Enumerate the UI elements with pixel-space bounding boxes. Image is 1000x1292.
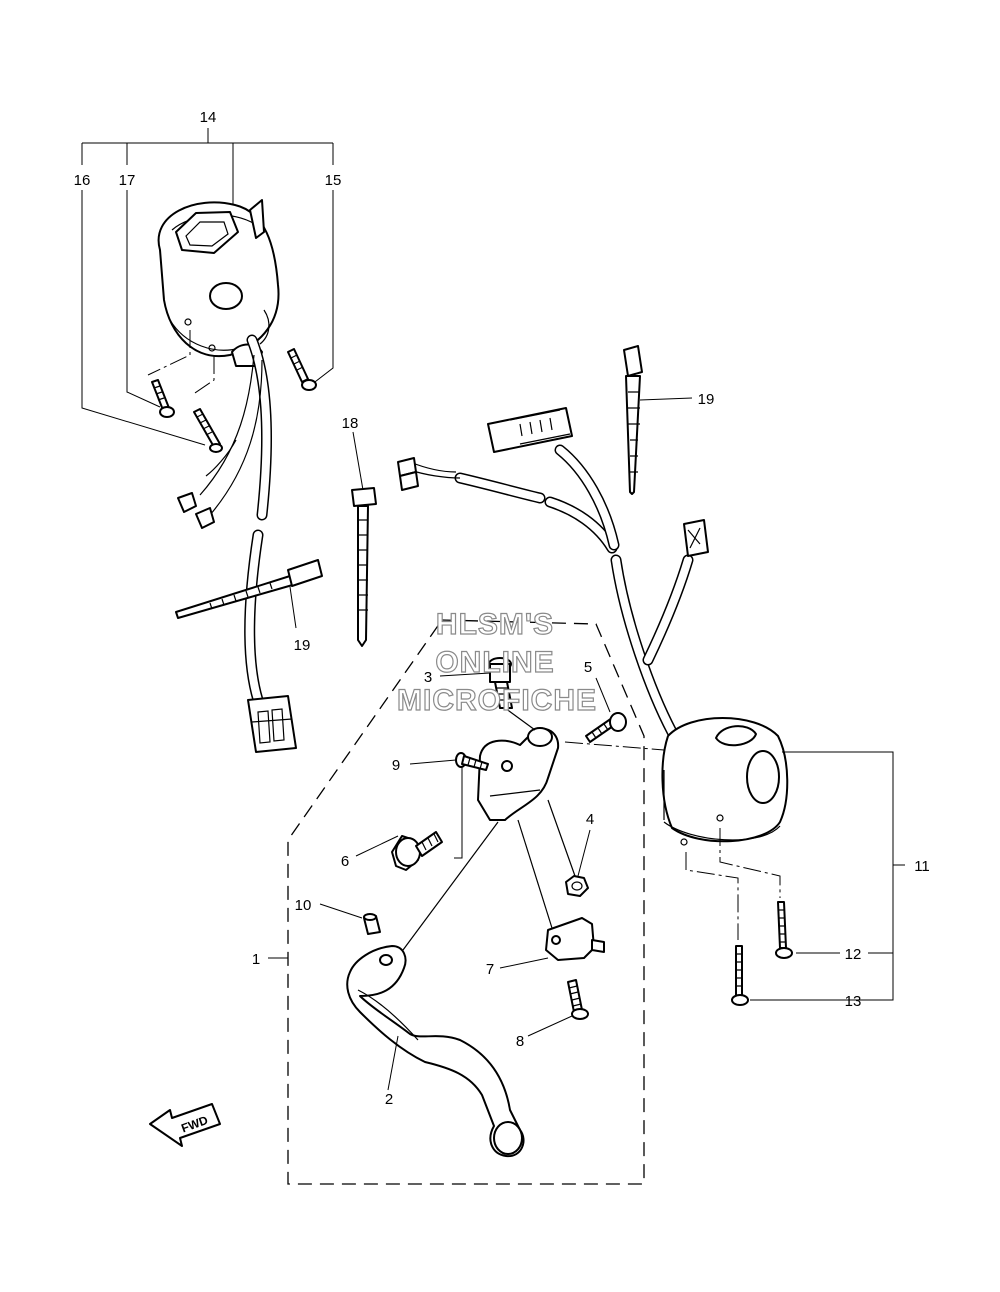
- screw-9: [455, 752, 489, 771]
- left-wire-harness: [199, 334, 273, 706]
- left-handlebar-switch: [157, 199, 280, 367]
- bolt-5: [585, 712, 627, 743]
- bullet-connector-d: [399, 471, 419, 491]
- callout-6: 6: [341, 853, 349, 870]
- screw-12: [775, 901, 793, 959]
- screw-17: [151, 379, 175, 418]
- callout-19-right: 19: [698, 391, 715, 408]
- screw-15: [287, 348, 317, 391]
- lever-holder: [477, 727, 560, 821]
- watermark-line-2: ONLINE: [435, 646, 554, 679]
- screw-16: [193, 408, 223, 453]
- callout-1: 1: [252, 951, 260, 968]
- callout-5: 5: [584, 659, 592, 676]
- right-connector-terminal: [683, 519, 709, 557]
- callout-13: 13: [845, 993, 862, 1010]
- lever-leader-lines: [319, 672, 611, 1091]
- cable-tie-19-left: [175, 559, 323, 629]
- callout-18: 18: [342, 415, 359, 432]
- bullet-connector-a: [177, 492, 197, 513]
- right-handlebar-switch: [661, 717, 789, 846]
- left-coupler: [247, 695, 297, 753]
- clutch-switch-7: [545, 917, 605, 961]
- cable-tie-19-right: [623, 345, 693, 495]
- callout-bracket-14: [81, 128, 334, 446]
- callout-15: 15: [325, 172, 342, 189]
- callout-2: 2: [385, 1091, 393, 1108]
- lever-assembly-boundary: [287, 619, 645, 1185]
- callout-10: 10: [295, 897, 312, 914]
- watermark-line-3: MICROFICHE: [397, 684, 597, 717]
- bullet-connector-b: [195, 507, 215, 529]
- callout-9: 9: [392, 757, 400, 774]
- watermark-line-1: HLSM'S: [436, 608, 554, 641]
- cable-tie-18: [351, 431, 377, 647]
- callout-7: 7: [486, 961, 494, 978]
- clutch-lever-2: [346, 945, 525, 1158]
- callout-16: 16: [74, 172, 91, 189]
- nut-4: [565, 875, 589, 897]
- bolt-6: [391, 831, 443, 871]
- callout-4: 4: [586, 811, 594, 828]
- callout-3: 3: [424, 669, 432, 686]
- screw-13: [731, 945, 749, 1006]
- callout-labels: 14 16 17 15 18 19 19 3 5 9 4 6 10 1 7 8 …: [74, 109, 930, 1108]
- collar-10: [363, 913, 381, 935]
- callout-17: 17: [119, 172, 136, 189]
- callout-bracket-11: [750, 751, 905, 1001]
- bolt-3: [488, 657, 513, 709]
- callout-14: 14: [200, 109, 217, 126]
- callout-19-left: 19: [294, 637, 311, 654]
- callout-12: 12: [845, 946, 862, 963]
- screw-8: [567, 979, 589, 1020]
- fwd-arrow-icon: FWD: [149, 1103, 221, 1147]
- callout-11: 11: [914, 858, 930, 875]
- watermark: HLSM'S ONLINE MICROFICHE: [396, 607, 597, 717]
- callout-8: 8: [516, 1033, 524, 1050]
- right-coupler-top: [487, 407, 573, 453]
